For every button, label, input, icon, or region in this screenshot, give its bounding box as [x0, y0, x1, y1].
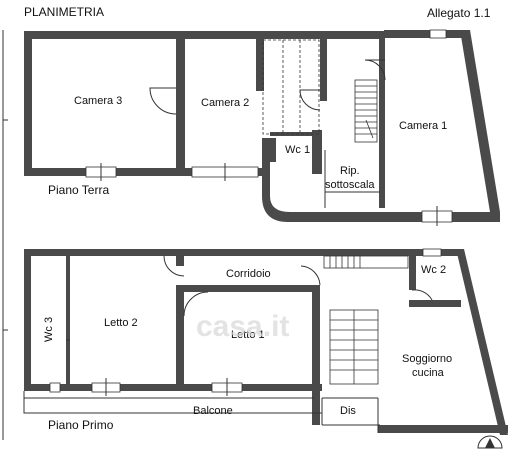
wall	[24, 249, 464, 256]
wall	[24, 249, 31, 391]
room-label-wc2: Wc 2	[421, 264, 446, 276]
wall	[24, 384, 322, 391]
wall	[379, 38, 385, 208]
room-label-camera1: Camera 1	[399, 120, 447, 132]
door-swing	[183, 291, 209, 317]
window	[429, 29, 447, 39]
room-label-cucina: cucina	[412, 367, 445, 379]
wall	[456, 249, 508, 435]
wall	[184, 285, 314, 292]
wall	[384, 30, 468, 38]
attachment-label: Allegato 1.1	[427, 6, 491, 20]
plan-title: PLANIMETRIA	[24, 5, 104, 19]
wall	[176, 256, 184, 266]
wall	[378, 425, 508, 433]
room-label-corridoio: Corridoio	[226, 268, 271, 280]
first-floor: Corridoio Wc 2 Letto 2 Letto 1 Soggiorno…	[23, 248, 508, 435]
stair-dashed	[262, 39, 320, 135]
room-label-letto2: Letto 2	[104, 317, 138, 329]
wall	[270, 132, 320, 136]
room-label-camera3: Camera 3	[74, 95, 122, 107]
wall	[312, 285, 320, 425]
north-arrow-icon	[477, 435, 503, 449]
window	[49, 382, 61, 393]
room-label-balcone: Balcone	[193, 405, 233, 417]
margin-ticks	[2, 30, 8, 440]
wall	[409, 256, 416, 290]
room-label-rip: Rip.	[340, 165, 360, 177]
wall	[176, 285, 184, 385]
wall	[24, 168, 264, 176]
room-label-wc1: Wc 1	[285, 144, 310, 156]
wall	[24, 31, 384, 39]
room-label-dis: Dis	[340, 405, 356, 417]
door-swing	[364, 59, 386, 81]
wall	[262, 160, 500, 222]
wall	[320, 31, 327, 101]
stairs-first	[323, 255, 409, 385]
room-label-soggiorno: Soggiorno	[402, 353, 452, 365]
door-swing	[299, 89, 321, 111]
wall	[312, 130, 322, 174]
wall	[176, 31, 185, 176]
door-swing	[163, 255, 185, 277]
wall	[262, 138, 276, 162]
room-label-letto1: Letto 1	[231, 329, 265, 341]
window	[422, 248, 442, 257]
door-swing	[411, 289, 433, 301]
floor-label-ground: Piano Terra	[48, 183, 109, 197]
wall	[66, 256, 70, 386]
wall	[460, 30, 500, 212]
door-swing	[300, 265, 321, 286]
wall	[24, 31, 32, 176]
wall	[256, 31, 264, 91]
door-swing	[149, 87, 177, 115]
watermark: casa.it	[196, 310, 289, 343]
room-label-camera2: Camera 2	[201, 97, 249, 109]
room-label-sottoscala: sottoscala	[325, 179, 375, 191]
floor-label-first: Piano Primo	[48, 418, 114, 432]
room-label-wc3: Wc 3	[43, 317, 55, 342]
balcony-outline	[23, 391, 322, 414]
ground-floor: Camera 3 Camera 2 Camera 1 Wc 1 Rip. sot…	[24, 29, 500, 226]
wall	[409, 300, 461, 307]
stairs-ground	[354, 79, 378, 143]
